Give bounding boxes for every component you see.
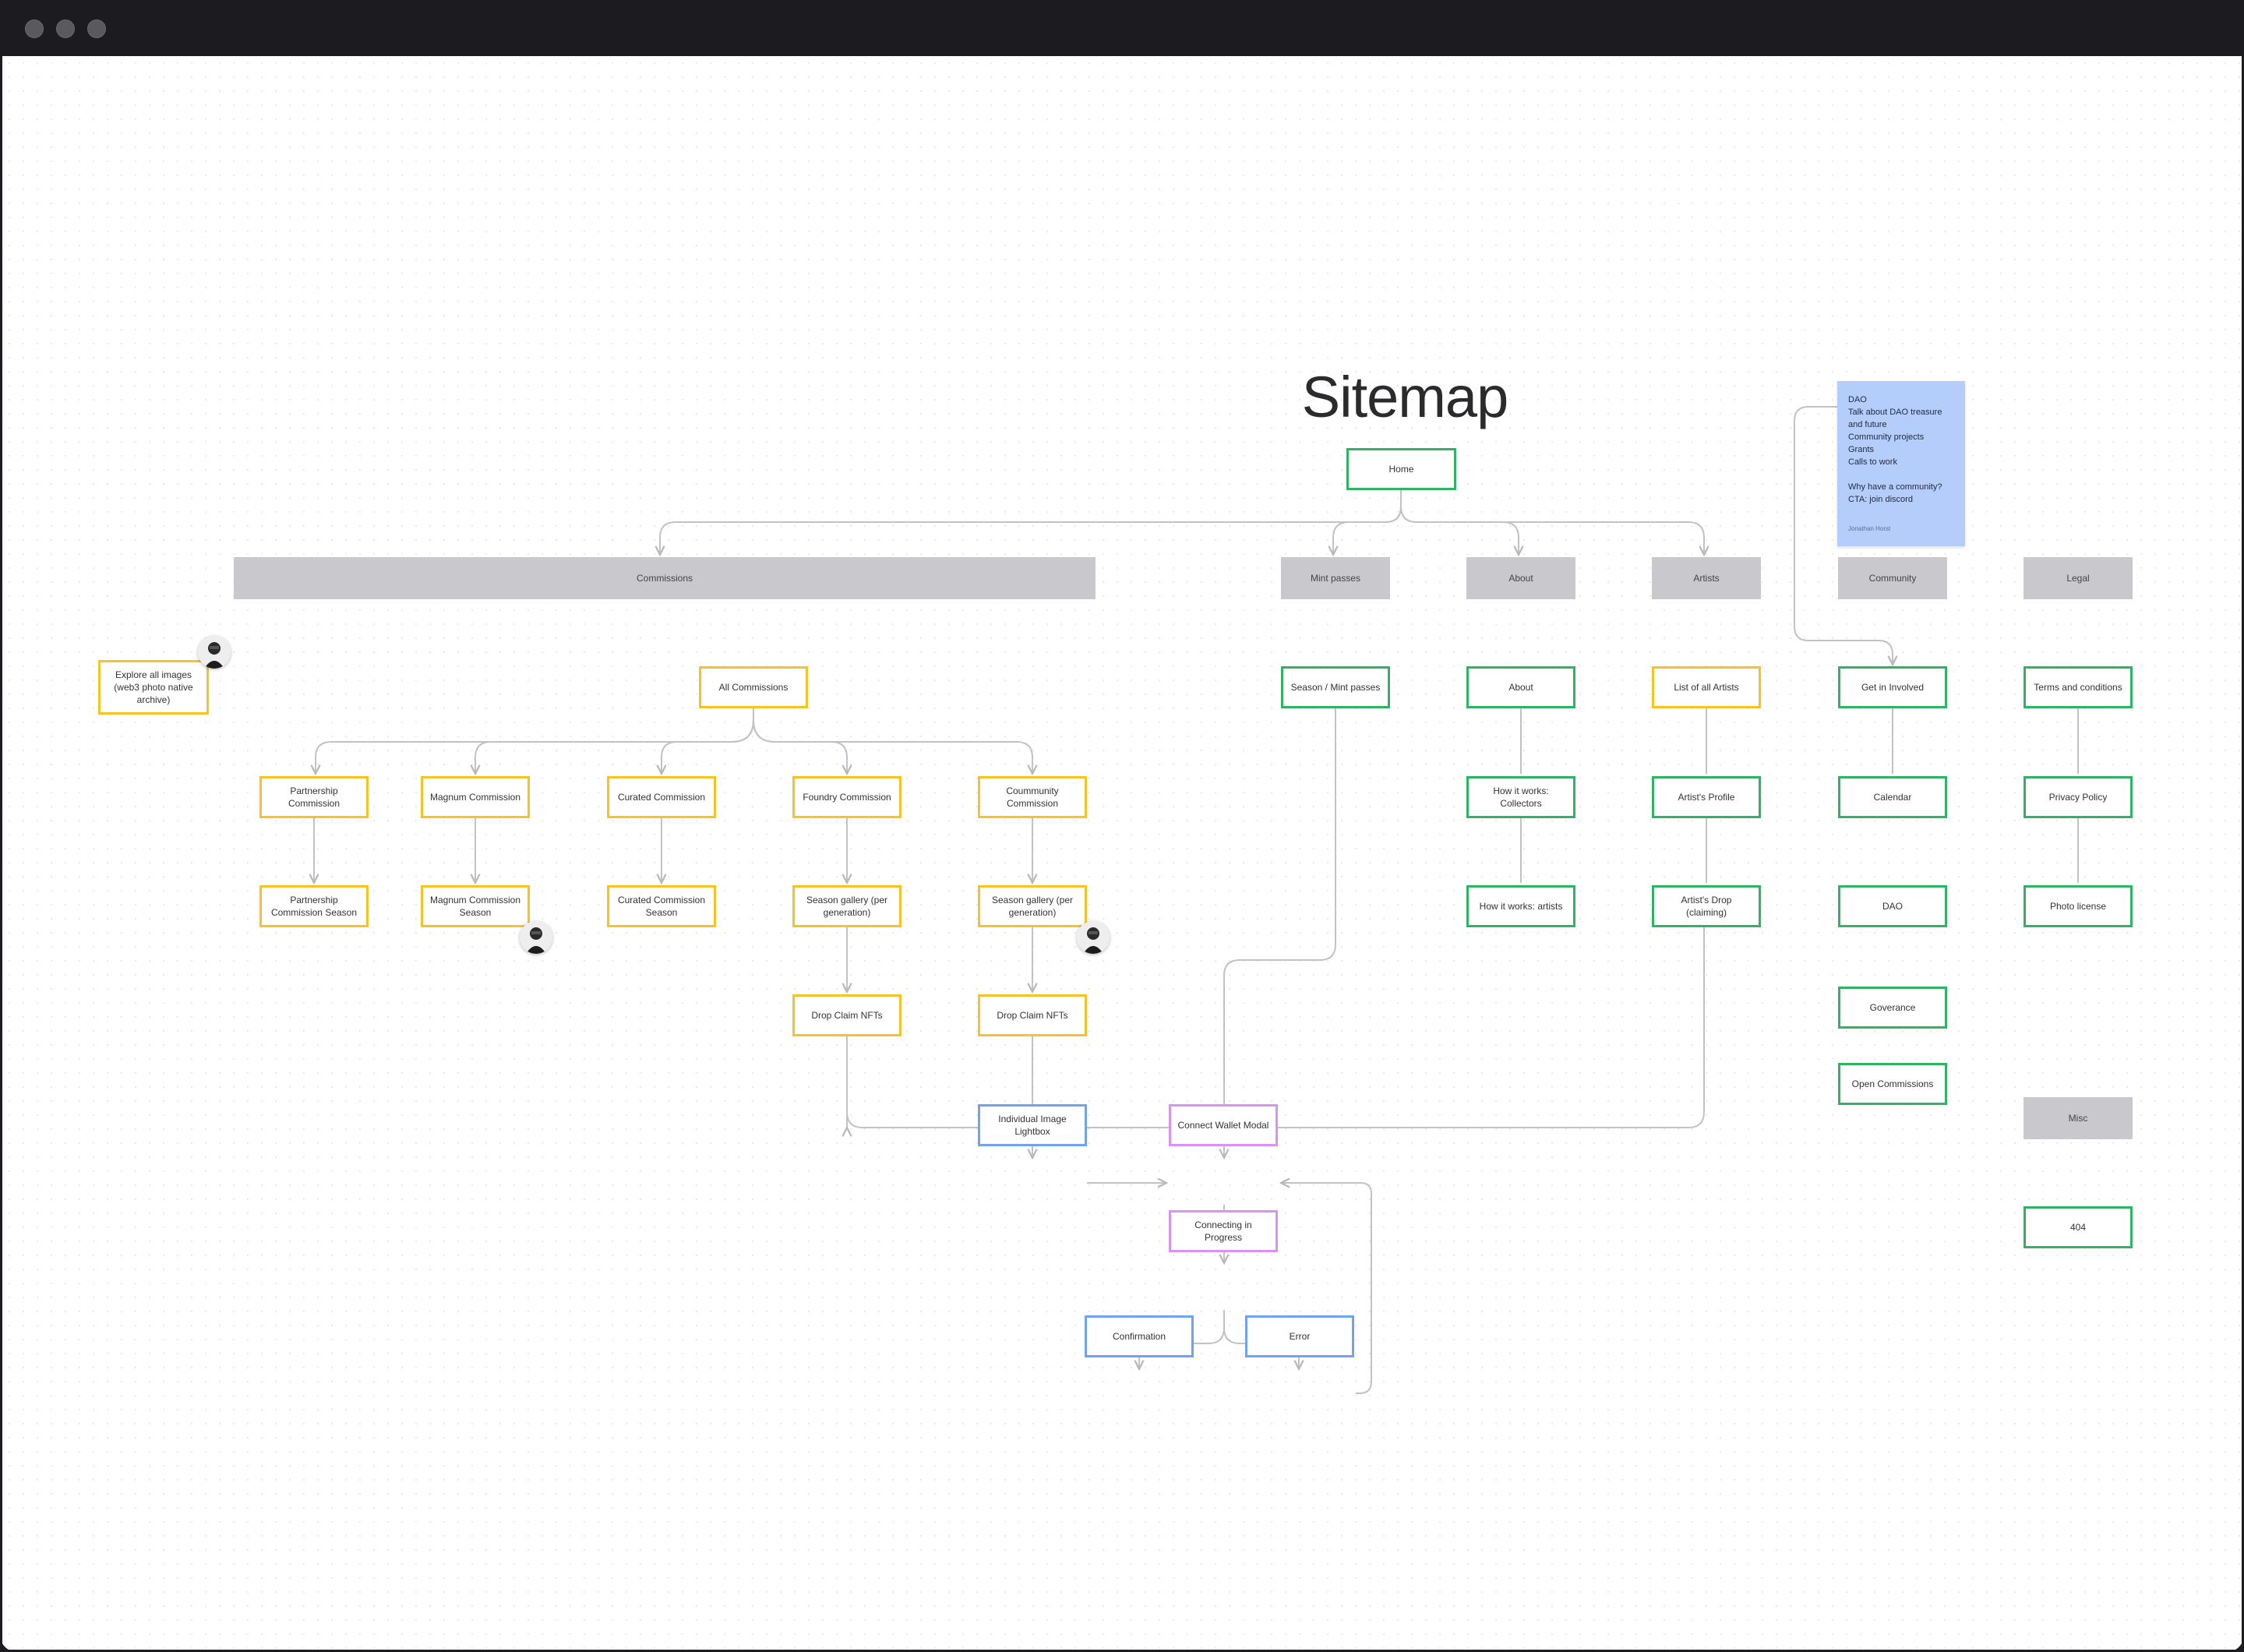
node-drop-claim-nfts[interactable]: Drop Claim NFTs [978, 994, 1087, 1036]
node-curated-commission[interactable]: Curated Commission [607, 776, 716, 818]
note-line: Why have a community? [1848, 482, 1942, 492]
node-error[interactable]: Error [1245, 1315, 1354, 1357]
node-artists-drop-claiming[interactable]: Artist's Drop (claiming) [1652, 885, 1761, 927]
node-dao[interactable]: DAO [1838, 885, 1947, 927]
node-curated-commission-season[interactable]: Curated Commission Season [607, 885, 716, 927]
node-terms-and-conditions[interactable]: Terms and conditions [2023, 666, 2133, 708]
node-partnership-commission-season[interactable]: Partnership Commission Season [259, 885, 369, 927]
connector-lines [2, 406, 2079, 1394]
sitemap-title: Sitemap [1301, 365, 1508, 429]
node-photo-license[interactable]: Photo license [2023, 885, 2133, 927]
node-all-commissions[interactable]: All Commissions [699, 666, 808, 708]
avatar-icon [1077, 921, 1110, 954]
avatar-icon [520, 921, 552, 954]
note-line: CTA: join discord [1848, 495, 1913, 504]
node-magnum-commission-season[interactable]: Magnum Commission Season [421, 885, 530, 927]
node-privacy-policy[interactable]: Privacy Policy [2023, 776, 2133, 818]
node-community-commission[interactable]: Coummunity Commission [978, 776, 1087, 818]
note-spacer [1848, 468, 1954, 481]
node-connect-wallet-modal[interactable]: Connect Wallet Modal [1169, 1104, 1278, 1146]
category-misc[interactable]: Misc [2023, 1097, 2133, 1139]
note-line: Grants [1848, 445, 1875, 454]
category-artists[interactable]: Artists [1652, 557, 1761, 599]
node-drop-claim-nfts[interactable]: Drop Claim NFTs [792, 994, 901, 1036]
node-foundry-commission[interactable]: Foundry Commission [792, 776, 901, 818]
node-open-commissions[interactable]: Open Commissions [1838, 1063, 1947, 1105]
node-get-involved[interactable]: Get in Involved [1838, 666, 1947, 708]
note-line: Talk about DAO treasure [1848, 408, 1942, 417]
node-how-it-works-artists[interactable]: How it works: artists [1466, 885, 1575, 927]
category-about[interactable]: About [1466, 557, 1575, 599]
avatar-icon [198, 636, 231, 669]
close-window-button[interactable] [25, 19, 44, 38]
sticky-note[interactable]: DAO Talk about DAO treasure and future C… [1837, 381, 1965, 546]
category-commissions[interactable]: Commissions [234, 557, 1096, 599]
node-confirmation[interactable]: Confirmation [1085, 1315, 1194, 1357]
node-magnum-commission[interactable]: Magnum Commission [421, 776, 530, 818]
category-community[interactable]: Community [1838, 557, 1947, 599]
node-individual-image-lightbox[interactable]: Individual Image Lightbox [978, 1104, 1087, 1146]
note-author: Jonathan Horst [1848, 525, 1891, 532]
node-artists-profile[interactable]: Artist's Profile [1652, 776, 1761, 818]
minimize-window-button[interactable] [56, 19, 75, 38]
node-connecting-in-progress[interactable]: Connecting in Progress [1169, 1210, 1278, 1252]
node-season-mint-passes[interactable]: Season / Mint passes [1281, 666, 1390, 708]
category-legal[interactable]: Legal [2023, 557, 2133, 599]
node-season-gallery[interactable]: Season gallery (per generation) [978, 885, 1087, 927]
note-line: Community projects [1848, 432, 1925, 442]
node-calendar[interactable]: Calendar [1838, 776, 1947, 818]
node-home[interactable]: Home [1346, 448, 1456, 490]
note-line: DAO [1848, 395, 1867, 404]
note-line: and future [1848, 420, 1887, 429]
node-how-it-works-collectors[interactable]: How it works: Collectors [1466, 776, 1575, 818]
node-partnership-commission[interactable]: Partnership Commission [259, 776, 369, 818]
node-explore-all-images[interactable]: Explore all images (web3 photo native ar… [98, 660, 209, 715]
note-line: Calls to work [1848, 457, 1897, 467]
zoom-window-button[interactable] [87, 19, 106, 38]
node-season-gallery[interactable]: Season gallery (per generation) [792, 885, 901, 927]
title-bar [0, 0, 2244, 56]
node-governance[interactable]: Goverance [1838, 987, 1947, 1029]
sitemap-canvas[interactable]: Sitemap DAO Talk about DAO treasure and … [2, 56, 2242, 1650]
category-mint-passes[interactable]: Mint passes [1281, 557, 1390, 599]
node-list-of-all-artists[interactable]: List of all Artists [1652, 666, 1761, 708]
node-about[interactable]: About [1466, 666, 1575, 708]
node-404[interactable]: 404 [2023, 1206, 2133, 1248]
